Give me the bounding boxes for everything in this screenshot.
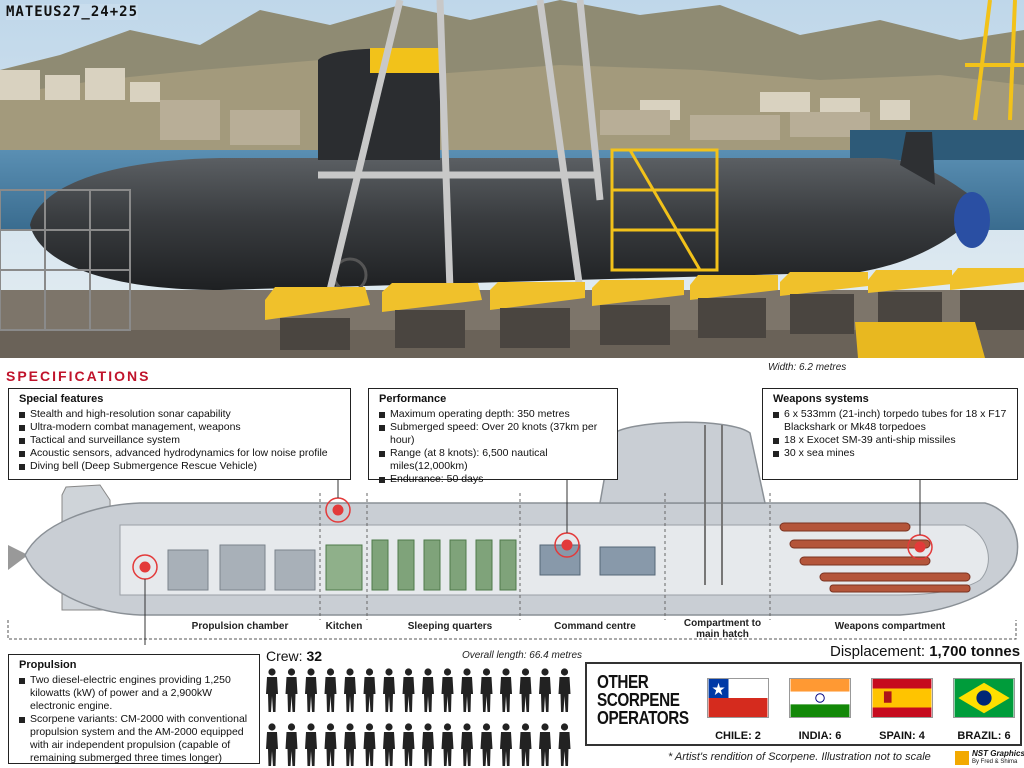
displacement: Displacement: 1,700 tonnes [830, 643, 1020, 660]
specifications-title: SPECIFICATIONS [6, 368, 151, 384]
list-item: Maximum operating depth: 350 metres [379, 408, 607, 421]
credit: NST Graphics By Fred & Shima [955, 748, 1024, 768]
crew-member-icon [500, 723, 512, 766]
special-features-list: Stealth and high-resolution sonar capabi… [19, 408, 340, 473]
label-sleeping-quarters: Sleeping quarters [407, 621, 493, 632]
list-item: Scorpene variants: CM-2000 with conventi… [19, 713, 249, 765]
country-chile: CHILE: 2 [715, 730, 761, 742]
crew-count: Crew: 32 [266, 648, 322, 664]
list-item: Tactical and surveillance system [19, 434, 340, 447]
label-weapons-compartment: Weapons compartment [834, 621, 946, 632]
list-item: Acoustic sensors, advanced hydrodynamics… [19, 447, 340, 460]
crew-member-icon [519, 723, 532, 766]
operators-title-line: OTHER [597, 672, 649, 692]
overall-length: Overall length: 66.4 metres [462, 650, 583, 661]
displacement-label: Displacement: [830, 643, 926, 660]
list-item: Submerged speed: Over 20 knots (37km per… [379, 421, 607, 447]
crew-label: Crew: [266, 648, 303, 664]
crew-member-icon [285, 668, 298, 712]
credit-line2: By Fred & Shima [972, 759, 1018, 765]
crew-value: 32 [306, 648, 323, 664]
performance-list: Maximum operating depth: 350 metres Subm… [379, 408, 607, 486]
crew-member-icon [305, 723, 317, 766]
country-spain: SPAIN: 4 [879, 730, 925, 742]
crew-member-icon [422, 668, 434, 712]
crew-member-icon [480, 668, 493, 712]
spain-flag-icon [871, 678, 933, 718]
label-compartment-to-main-hatch: Compartment to main hatch [683, 618, 762, 640]
country-india: INDIA: 6 [798, 730, 842, 742]
crew-member-icon [305, 668, 317, 712]
weapons-systems-title: Weapons systems [773, 393, 869, 405]
crew-member-icon [383, 723, 395, 766]
label-kitchen: Kitchen [325, 621, 363, 632]
list-item: Diving bell (Deep Submergence Rescue Veh… [19, 460, 340, 473]
crew-figures [266, 668, 571, 766]
operators-title-line: SCORPENE [597, 690, 680, 710]
crew-member-icon [363, 668, 376, 712]
displacement-value: 1,700 tonnes [929, 643, 1021, 660]
other-operators-panel: OTHER SCORPENE OPERATORS CHILE: 2 INDIA:… [585, 662, 1022, 746]
crew-member-icon [344, 668, 356, 712]
list-item: Endurance: 50 days [379, 473, 607, 486]
crew-member-icon [383, 668, 395, 712]
list-item: Ultra-modern combat management, weapons [19, 421, 340, 434]
crew-member-icon [539, 668, 551, 712]
crew-member-icon [558, 723, 571, 766]
nst-logo-icon [955, 751, 969, 765]
weapons-systems-list: 6 x 533mm (21-inch) torpedo tubes for 18… [773, 408, 1007, 460]
crew-member-icon [422, 723, 434, 766]
crew-member-icon [558, 668, 571, 712]
propulsion-box: Propulsion Two diesel-electric engines p… [8, 654, 260, 764]
brazil-flag-icon [953, 678, 1015, 718]
cutaway-diagram [7, 421, 1019, 645]
watermark-text: MATEUS27_24+25 [6, 4, 139, 20]
label-command-centre: Command centre [554, 621, 636, 632]
list-item: Two diesel-electric engines providing 1,… [19, 674, 249, 713]
country-brazil: BRAZIL: 6 [957, 730, 1011, 742]
crew-member-icon [441, 723, 454, 766]
photo-illustration [0, 0, 1024, 358]
crew-member-icon [461, 723, 473, 766]
crew-member-icon [441, 668, 454, 712]
list-item: Range (at 8 knots): 6,500 nautical miles… [379, 447, 607, 473]
list-item: 6 x 533mm (21-inch) torpedo tubes for 18… [773, 408, 1007, 434]
label-propulsion-chamber: Propulsion chamber [191, 621, 289, 632]
crew-member-icon [324, 723, 337, 766]
credit-line1: NST Graphics [972, 749, 1024, 758]
special-features-title: Special features [19, 393, 104, 405]
performance-title: Performance [379, 393, 447, 405]
list-item: 30 x sea mines [773, 447, 1007, 460]
crew-member-icon [480, 723, 493, 766]
propulsion-title: Propulsion [19, 659, 77, 671]
operators-title: OTHER SCORPENE OPERATORS [597, 673, 689, 727]
list-item: Stealth and high-resolution sonar capabi… [19, 408, 340, 421]
crew-member-icon [344, 723, 356, 766]
list-item: 18 x Exocet SM-39 anti-ship missiles [773, 434, 1007, 447]
crew-member-icon [519, 668, 532, 712]
weapons-systems-box: Weapons systems 6 x 533mm (21-inch) torp… [762, 388, 1018, 480]
crew-member-icon [363, 723, 376, 766]
performance-box: Performance Maximum operating depth: 350… [368, 388, 618, 485]
crew-member-icon [402, 668, 415, 712]
propulsion-list: Two diesel-electric engines providing 1,… [19, 674, 249, 765]
submarine-photo: MATEUS27_24+25 [0, 0, 1024, 358]
india-flag-icon [789, 678, 851, 718]
crew-member-icon [402, 723, 415, 766]
operators-title-line: OPERATORS [597, 708, 689, 728]
crew-member-icon [500, 668, 512, 712]
crew-member-icon [461, 668, 473, 712]
crew-member-icon [539, 723, 551, 766]
special-features-box: Special features Stealth and high-resolu… [8, 388, 351, 480]
crew-member-icon [285, 723, 298, 766]
crew-member-icon [324, 668, 337, 712]
footnote: * Artist's rendition of Scorpene. Illust… [668, 751, 931, 763]
crew-member-icon [266, 723, 278, 766]
crew-member-icon [266, 668, 278, 712]
width-label: Width: 6.2 metres [768, 362, 847, 373]
chile-flag-icon [707, 678, 769, 718]
